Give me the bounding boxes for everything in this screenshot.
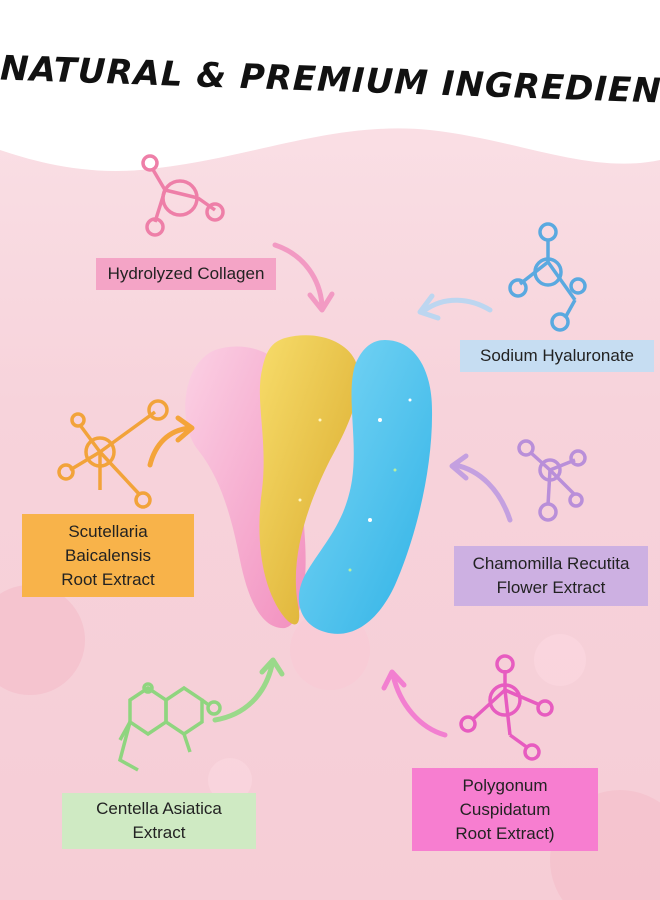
arrow-polyg [381,669,448,738]
glitter [348,568,352,572]
glitter [408,398,412,402]
glitter [393,468,397,472]
molecule-icon-centella [117,682,222,772]
label-line: Polygonum Cuspidatum [459,776,551,819]
bubble [534,634,586,686]
ingredient-label-polygonum: Polygonum Cuspidatum Root Extract) [412,768,598,852]
ingredient-label-collagen: Hydrolyzed Collagen [96,258,276,290]
glitter [318,418,322,422]
label-line: Root Extract [61,569,155,589]
arrow-scut [147,415,195,468]
header-wave [0,0,660,171]
bubble [0,585,85,695]
arrow-sodium [417,293,493,321]
molecule-icon-sodium [508,222,587,332]
bubble [208,758,252,802]
molecule-icon-collagen [141,154,225,237]
molecule-icon-chamo [517,439,587,522]
ingredient-label-centella: Centella Asiatica Extract [62,793,256,849]
eye-patches [185,335,433,634]
arrow-collagen [272,242,335,313]
glitter [368,518,372,522]
arrow-centella [212,657,285,723]
label-line: Flower Extract [496,577,606,597]
ingredient-label-sodium: Sodium Hyaluronate [460,340,654,372]
arrow-chamo [449,453,513,523]
label-line: Root Extract) [455,823,555,843]
label-line: Scutellaria Baicalensis [65,522,151,565]
label-line: Sodium Hyaluronate [479,346,635,365]
blue-patch [298,340,433,634]
molecule-icon-polyg [459,654,554,761]
glitter [378,418,382,422]
ingredient-label-chamomilla: Chamomilla Recutita Flower Extract [454,546,648,606]
label-line: Centella Asiatica Extract [96,799,222,842]
molecule-icon-scut [57,399,169,509]
ingredient-label-scutellaria: Scutellaria Baicalensis Root Extract [22,514,194,598]
glitter [298,498,302,502]
label-line: Hydrolyzed Collagen [107,264,265,283]
gold-patch [259,335,359,625]
label-line: Chamomilla Recutita [472,554,630,573]
